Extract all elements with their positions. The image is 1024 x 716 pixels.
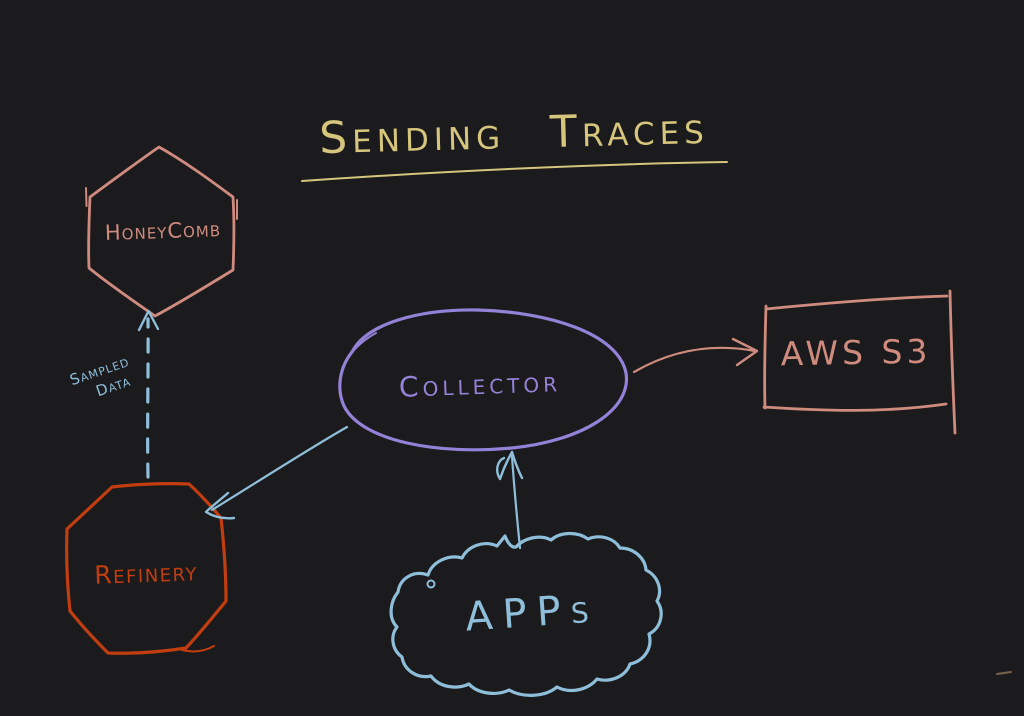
apps-to-collector-shaft — [510, 454, 522, 550]
apps-label: APPs — [464, 585, 600, 640]
sampled-data-arrow — [137, 309, 160, 479]
node-aws-s3[interactable]: AWS S3 — [762, 289, 957, 435]
refinery-octagon — [65, 482, 228, 655]
edge-collector-to-aws-s3[interactable] — [632, 337, 759, 374]
edge-refinery-to-honeycomb[interactable]: Sampled Data — [67, 309, 160, 479]
collector-to-refinery-shaft — [210, 425, 349, 512]
sampled-data-arrowhead — [137, 309, 160, 332]
collector-ellipse — [338, 308, 629, 452]
honeycomb-hexagon — [87, 145, 236, 318]
title-underline — [301, 161, 728, 182]
node-apps[interactable]: APPs — [389, 531, 663, 697]
node-refinery[interactable]: Refinery — [65, 482, 228, 655]
sampled-data-label: Sampled Data — [67, 352, 133, 400]
apps-to-collector-arrowhead — [496, 450, 524, 481]
apps-cloud-start-loop — [426, 579, 436, 589]
node-honeycomb[interactable]: HoneyComb — [85, 145, 238, 318]
collector-label: Collector — [398, 365, 561, 404]
diagram-title[interactable]: Sending Traces — [301, 103, 728, 182]
title-text: Sending Traces — [319, 103, 710, 164]
collector-ellipse-overlap-stroke — [348, 332, 377, 357]
edge-collector-to-refinery[interactable] — [204, 425, 349, 520]
honeycomb-label: HoneyComb — [104, 217, 221, 245]
aws-s3-rectangle — [762, 289, 957, 435]
edge-apps-to-collector[interactable] — [496, 450, 524, 550]
collector-to-refinery-arrowhead — [204, 491, 236, 520]
collector-to-aws-s3-shaft — [632, 346, 757, 374]
refinery-octagon-overlap-stroke — [181, 645, 215, 653]
refinery-label: Refinery — [94, 557, 199, 590]
apps-cloud — [389, 531, 663, 697]
collector-to-aws-s3-arrowhead — [731, 337, 759, 367]
honeycomb-hexagon-overlap-stroke — [85, 187, 238, 220]
stray-mark — [996, 671, 1012, 675]
node-collector[interactable]: Collector — [338, 308, 629, 452]
aws-s3-label: AWS S3 — [780, 332, 931, 374]
